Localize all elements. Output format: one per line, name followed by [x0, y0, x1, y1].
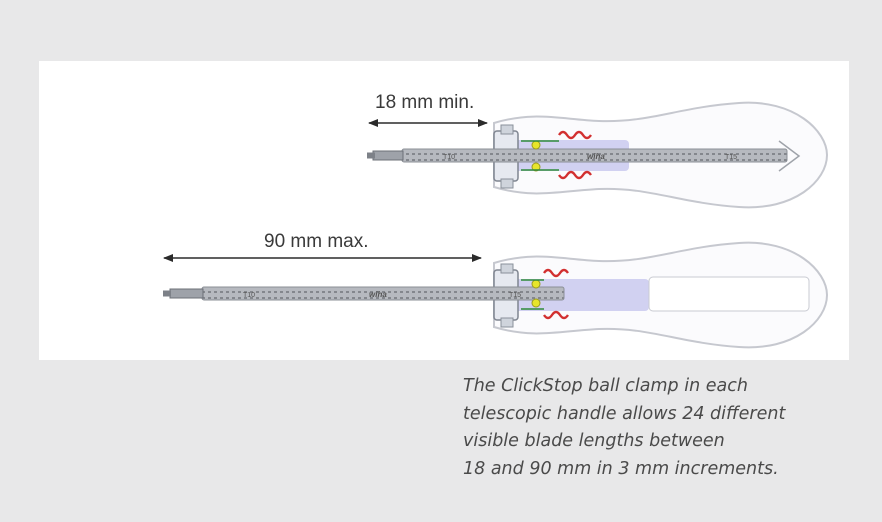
brand-mark-bottom: wiha	[369, 290, 387, 299]
diagram-panel: T10 wiha T15 T10 wiha T15 18 m	[39, 61, 849, 360]
screwdriver-short: T10 wiha T15	[367, 101, 829, 209]
bit-label-t10-top: T10	[443, 154, 455, 161]
spring-top	[558, 130, 592, 180]
caption-line: 18 and 90 mm in 3 mm increments.	[463, 458, 779, 479]
caption-line: The ClickStop ball clamp in each	[463, 376, 748, 396]
bit-tip-bottom	[169, 288, 204, 299]
dimension-label-max: 90 mm max.	[264, 231, 369, 252]
bit-label-t15-bottom: T15	[509, 292, 521, 299]
screwdriver-diagram: T10 wiha T15 T10 wiha T15	[163, 101, 829, 349]
spring-bottom	[543, 268, 569, 320]
handle-bore-bottom	[648, 276, 810, 312]
bit-tip-top	[372, 150, 404, 161]
caption: The ClickStop ball clamp in each telesco…	[463, 373, 863, 483]
caption-line: visible blade lengths between	[463, 431, 725, 451]
screwdriver-long: T10 wiha T15	[163, 241, 829, 349]
brand-mark-top: wiha	[587, 152, 605, 161]
clickstop-ball-top	[531, 140, 541, 150]
dimension-label-min: 18 mm min.	[375, 92, 475, 113]
bit-label-t15-top: T15	[725, 154, 737, 161]
bit-label-t10-bottom: T10	[243, 292, 255, 299]
caption-line: telescopic handle allows 24 different	[463, 403, 786, 424]
clickstop-ball-bottom	[531, 279, 541, 289]
